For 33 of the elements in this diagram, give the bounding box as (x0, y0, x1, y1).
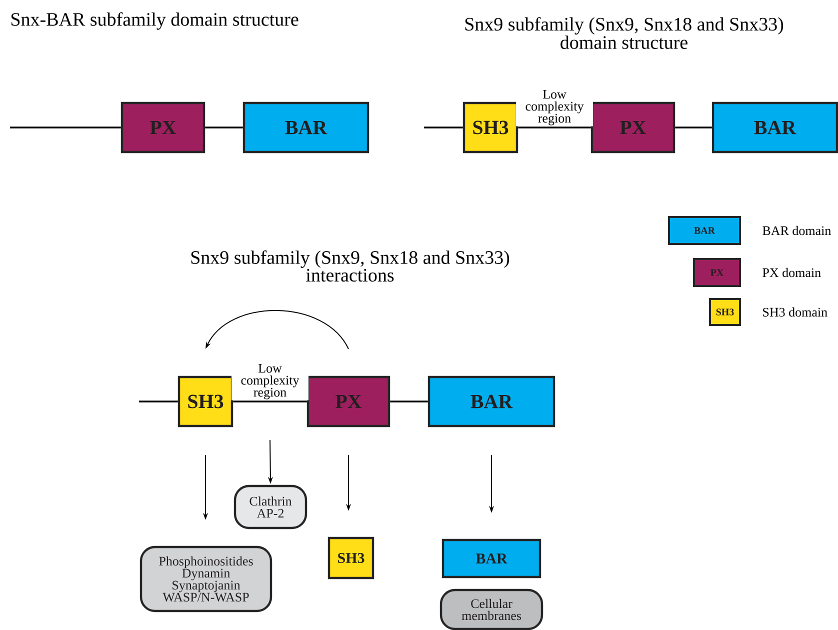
domain-box: BAR (428, 376, 556, 428)
domain-box: SH3 (178, 376, 234, 428)
legend-box: PX (693, 258, 741, 287)
edge-label: Low complexity region (232, 362, 308, 400)
edge-label: Low complexity region (516, 89, 593, 126)
line (424, 126, 463, 128)
heading: Snx9 subfamily (Snx9, Snx18 and Snx33) interactions (191, 250, 510, 282)
line (139, 400, 178, 402)
legend-text: PX domain (762, 268, 821, 278)
heading: Snx-BAR subfamily domain structure (11, 12, 298, 30)
line (675, 126, 712, 128)
legend-box: SH3 (709, 298, 741, 326)
line (10, 126, 121, 128)
domain-box: SH3 (462, 102, 518, 154)
partner-box: Phosphoinositides Dynamin Synaptojanin WASP/N-WASP (140, 546, 272, 612)
partner-box: Cellular membranes (440, 588, 544, 630)
line (518, 126, 591, 128)
domain-box: BAR (442, 538, 542, 578)
line (390, 400, 428, 402)
line (233, 400, 307, 402)
domain-box: PX (120, 102, 206, 154)
line (205, 126, 243, 128)
domain-box: PX (306, 376, 390, 428)
domain-box: SH3 (328, 536, 374, 580)
curved-arrow (206, 310, 349, 350)
domain-box: BAR (712, 102, 838, 154)
legend-box: BAR (668, 216, 741, 245)
legend-text: BAR domain (762, 226, 831, 236)
domain-box: PX (590, 102, 676, 154)
domain-box: BAR (242, 102, 370, 154)
heading: Snx9 subfamily (Snx9, Snx18 and Snx33) domain structure (465, 17, 784, 49)
legend-text: SH3 domain (763, 307, 828, 317)
partner-box: Clathrin AP-2 (234, 484, 308, 530)
